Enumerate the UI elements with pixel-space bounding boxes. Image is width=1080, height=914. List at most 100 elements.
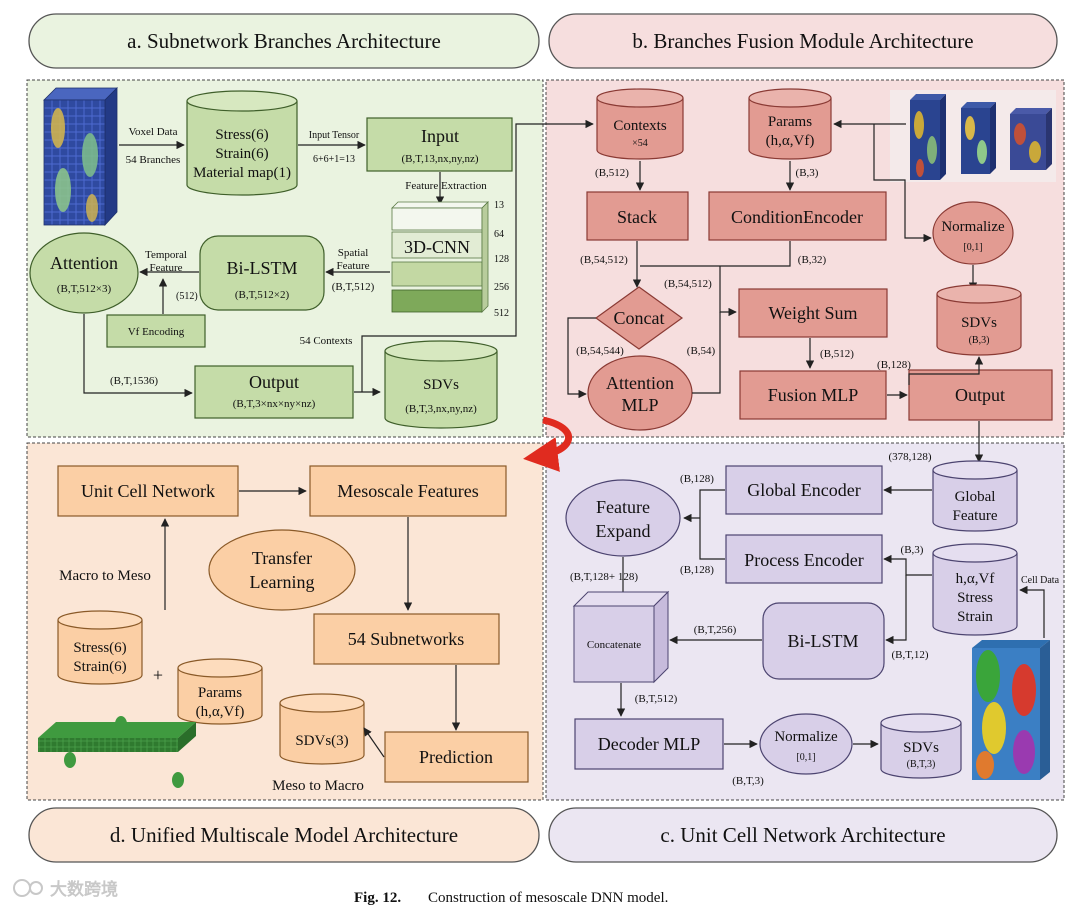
svg-text:(B,T,3,nx,ny,nz): (B,T,3,nx,ny,nz) — [405, 403, 477, 415]
svg-text:Strain(6): Strain(6) — [215, 146, 268, 162]
tensor-sum-label: 6+6+1=13 — [313, 154, 355, 165]
svg-text:(B,T,3): (B,T,3) — [907, 759, 936, 770]
normalize-ellipse-b: Normalize [0,1] — [932, 201, 1014, 265]
svg-text:(B,3): (B,3) — [969, 335, 990, 346]
svg-text:[0,1]: [0,1] — [796, 752, 815, 763]
svg-text:(B,512): (B,512) — [595, 167, 629, 179]
voxel-data-label: Voxel Data — [129, 126, 178, 138]
svg-text:Mesoscale Features: Mesoscale Features — [337, 481, 478, 501]
svg-text:Fig. 12.: Fig. 12. — [354, 890, 401, 906]
svg-text:(378,128): (378,128) — [888, 451, 931, 463]
svg-text:c. Unit Cell Network Architect: c. Unit Cell Network Architecture — [660, 823, 945, 847]
svg-text:512: 512 — [494, 308, 509, 319]
stack-box: Stack — [586, 191, 689, 241]
mesoscale-features-box: Mesoscale Features — [309, 465, 507, 517]
svg-text:Normalize: Normalize — [774, 729, 838, 745]
svg-text:Input: Input — [421, 126, 459, 146]
normalize-ellipse-c: Normalize [0,1] — [759, 713, 853, 775]
feature-expand-ellipse: Feature Expand — [565, 479, 681, 557]
svg-text:Unit Cell Network: Unit Cell Network — [81, 481, 215, 501]
svg-text:[0,1]: [0,1] — [963, 242, 982, 253]
arrow-cells-to-normalize — [873, 124, 932, 243]
input-box: Input (B,T,13,nx,ny,nz) — [366, 117, 513, 172]
svg-text:(h,α,Vf): (h,α,Vf) — [196, 704, 245, 720]
svg-text:64: 64 — [494, 229, 504, 240]
arrow-celldata-to-bilstm — [885, 575, 907, 645]
svg-text:Global: Global — [955, 489, 996, 505]
svg-text:Contexts: Contexts — [613, 118, 666, 134]
svg-text:Attention: Attention — [606, 373, 674, 393]
arrow-output-to-sdvs — [908, 356, 984, 385]
cell-data-cylinder: h,α,Vf Stress Strain — [932, 543, 1018, 636]
svg-text:(B,3): (B,3) — [796, 167, 819, 179]
svg-text:(h,α,Vf): (h,α,Vf) — [766, 133, 815, 149]
svg-text:Prediction: Prediction — [419, 747, 493, 767]
svg-text:SDVs: SDVs — [961, 315, 997, 331]
svg-text:Cell Data: Cell Data — [1021, 575, 1060, 586]
header-d: d. Unified Multiscale Model Architecture — [28, 807, 540, 863]
process-encoder-box: Process Encoder — [725, 534, 883, 584]
stress-strain-cylinder-d: Stress(6) Strain(6) — [57, 610, 143, 685]
svg-text:(B,54,544): (B,54,544) — [576, 345, 624, 357]
svg-text:256: 256 — [494, 282, 509, 293]
line-cond-to-concat — [640, 241, 791, 267]
svg-text:(B,3): (B,3) — [901, 544, 924, 556]
svg-text:Stress(6): Stress(6) — [73, 640, 126, 656]
svg-text:54 Subnetworks: 54 Subnetworks — [348, 629, 465, 649]
sdvs-cylinder-d: SDVs(3) — [279, 693, 365, 765]
svg-text:Output: Output — [955, 385, 1005, 405]
svg-text:(B,T,3×nx×ny×nz): (B,T,3×nx×ny×nz) — [233, 398, 316, 410]
svg-text:(B,T,3): (B,T,3) — [732, 775, 764, 787]
svg-text:h,α,Vf: h,α,Vf — [956, 571, 995, 587]
svg-text:(B,54,512): (B,54,512) — [664, 278, 712, 290]
prediction-box: Prediction — [384, 731, 529, 783]
watermark: 大数跨境 — [13, 879, 118, 900]
arrow-celldata-to-process — [883, 554, 932, 576]
svg-text:(B,128): (B,128) — [680, 473, 714, 485]
svg-text:(B,54): (B,54) — [687, 345, 716, 357]
svg-text:(B,512): (B,512) — [820, 348, 854, 360]
svg-text:Fusion MLP: Fusion MLP — [768, 385, 859, 405]
header-c: c. Unit Cell Network Architecture — [548, 807, 1058, 863]
svg-text:Bi-LSTM: Bi-LSTM — [787, 631, 858, 651]
svg-text:Learning: Learning — [250, 572, 315, 592]
decoder-mlp-box: Decoder MLP — [574, 718, 724, 770]
transfer-learning-ellipse: Transfer Learning — [208, 529, 356, 611]
svg-text:Vf Encoding: Vf Encoding — [128, 326, 185, 338]
svg-text:b. Branches Fusion Module Arch: b. Branches Fusion Module Architecture — [632, 29, 973, 53]
weight-sum-box: Weight Sum — [738, 288, 888, 338]
svg-text:SDVs: SDVs — [903, 740, 939, 756]
svg-text:Decoder MLP: Decoder MLP — [598, 734, 700, 754]
arrow-prediction-to-sdvs — [363, 727, 385, 758]
svg-text:(B,128): (B,128) — [877, 359, 911, 371]
line-attn-to-weightsum — [692, 312, 721, 394]
svg-text:a. Subnetwork Branches Archit: a. Subnetwork Branches Architecture — [127, 29, 441, 53]
feature-extraction-label: Feature Extraction — [405, 180, 487, 192]
global-feature-cylinder: Global Feature — [932, 460, 1018, 532]
input-tensor-label: Input Tensor — [309, 130, 360, 141]
svg-text:(B,T,128+ 128): (B,T,128+ 128) — [570, 571, 638, 583]
contexts-label: 54 Contexts — [300, 335, 353, 347]
subnetworks-box: 54 Subnetworks — [313, 613, 500, 665]
svg-text:(B,128): (B,128) — [680, 564, 714, 576]
svg-text:Feature: Feature — [337, 260, 370, 272]
svg-text:Expand: Expand — [596, 521, 651, 541]
svg-text:Attention: Attention — [50, 253, 118, 273]
svg-text:Feature: Feature — [150, 262, 183, 274]
vf-encoding-box: Vf Encoding — [106, 314, 206, 348]
svg-text:Transfer: Transfer — [252, 548, 312, 568]
bridge-arrow — [523, 416, 573, 472]
figure-caption: Fig. 12. Construction of mesoscale DNN m… — [354, 890, 668, 906]
unit-cell-colored-image — [972, 640, 1050, 780]
concatenate-cube: Concatenate — [572, 590, 670, 684]
plus-sign: + — [153, 665, 163, 685]
svg-text:(B,T,512): (B,T,512) — [635, 693, 678, 705]
svg-text:128: 128 — [494, 254, 509, 265]
svg-text:Normalize: Normalize — [941, 219, 1005, 235]
svg-text:(B,T,12): (B,T,12) — [891, 649, 928, 661]
unit-cell-network-box: Unit Cell Network — [57, 465, 239, 517]
svg-text:Output: Output — [249, 372, 299, 392]
svg-text:ConditionEncoder: ConditionEncoder — [731, 207, 863, 227]
global-encoder-box: Global Encoder — [725, 465, 883, 515]
arrow-encoders-to-expand — [684, 489, 725, 560]
